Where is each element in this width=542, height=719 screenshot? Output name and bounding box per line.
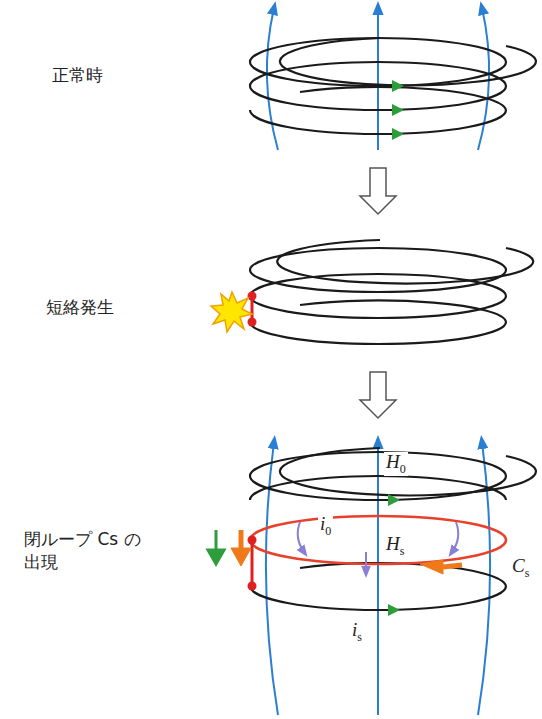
coil-windings [250, 448, 536, 610]
shorted-loop [250, 516, 506, 564]
stage-label: 閉ループ Cs の 出現 [24, 528, 152, 574]
spark-burst [211, 292, 252, 332]
loop-current-arrows [231, 530, 462, 574]
current-arrows [208, 494, 400, 616]
current-symbol: i0 [318, 514, 333, 538]
short-circuit [248, 536, 257, 591]
current-arrows [392, 80, 404, 140]
short-circuit [248, 292, 257, 327]
transition-arrow [360, 168, 396, 214]
coil-windings [250, 38, 536, 134]
field-symbol: Hs [384, 534, 406, 558]
loop-symbol: Cs [510, 556, 531, 580]
stage-label: 正常時 [52, 64, 103, 87]
coil-windings [250, 240, 533, 344]
stage-label: 短絡発生 [46, 296, 114, 319]
field-symbol: H0 [384, 452, 408, 476]
field-lines [266, 442, 490, 715]
transition-arrow [360, 372, 396, 418]
current-symbol: is [350, 620, 364, 644]
